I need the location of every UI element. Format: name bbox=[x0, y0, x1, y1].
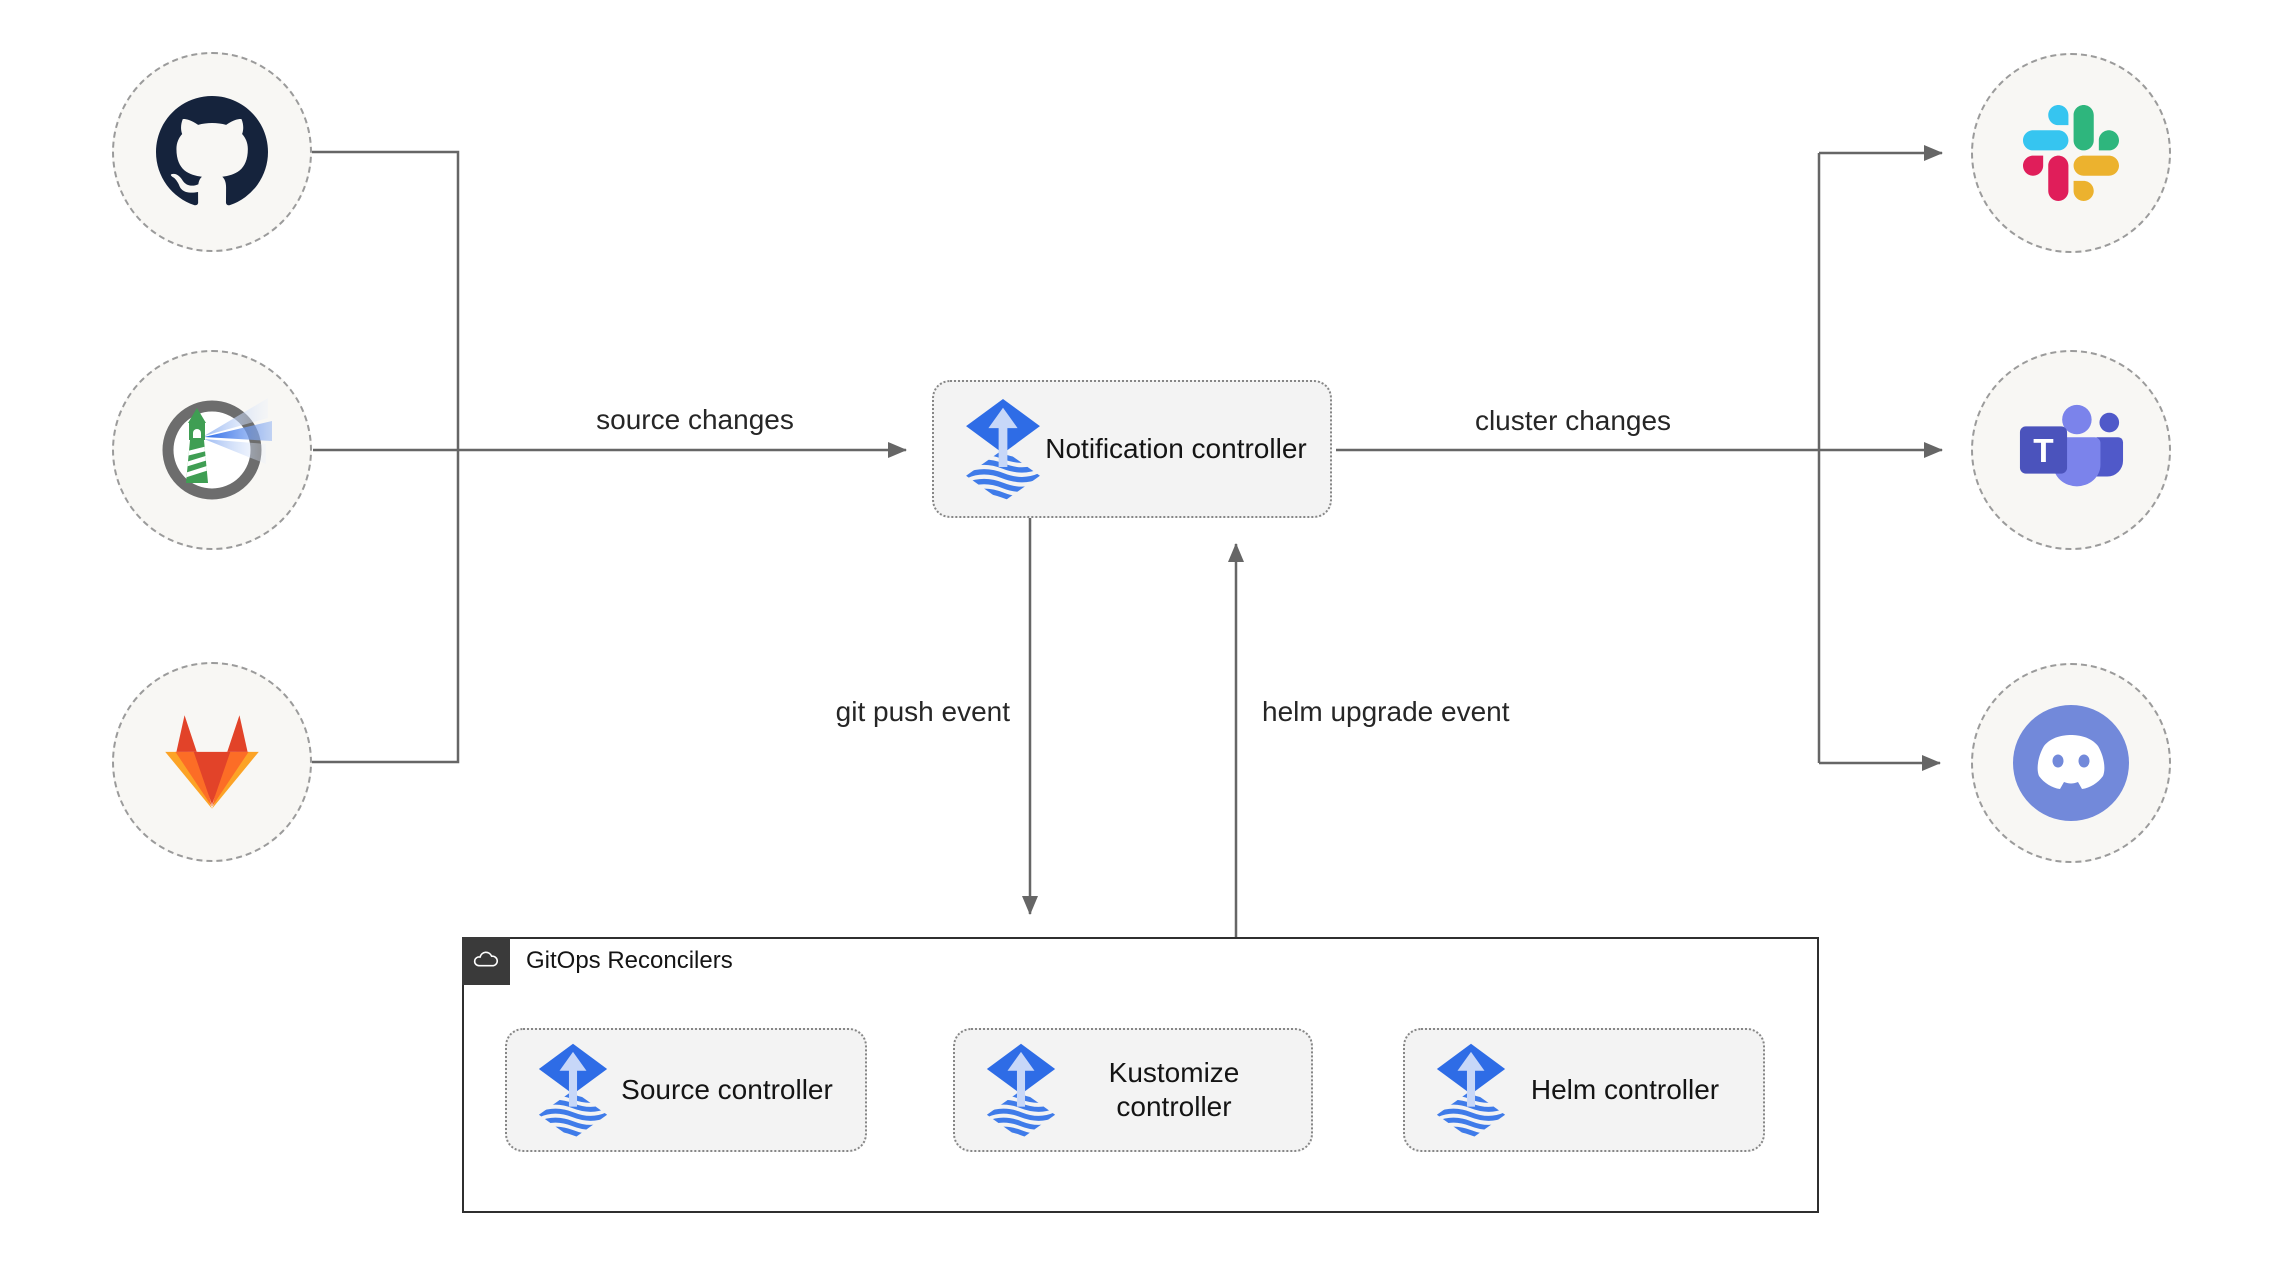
harbor-lighthouse-icon bbox=[162, 398, 272, 500]
microsoft-teams-icon: T bbox=[2019, 404, 2124, 487]
teams-letter: T bbox=[2033, 433, 2054, 470]
flux-icon bbox=[1435, 1042, 1507, 1139]
flux-icon bbox=[964, 397, 1042, 502]
gitlab-icon bbox=[165, 715, 259, 809]
slack-icon bbox=[2023, 105, 2119, 201]
flux-icon bbox=[537, 1042, 609, 1139]
kustomize-controller-label: Kustomize controller bbox=[1108, 1056, 1240, 1122]
flux-icon bbox=[985, 1042, 1057, 1139]
gitops-reconcilers-label: GitOps Reconcilers bbox=[526, 947, 733, 974]
source-changes-label: source changes bbox=[596, 404, 794, 435]
cloud-badge bbox=[462, 937, 510, 985]
gitlab-node bbox=[112, 662, 312, 862]
discord-node bbox=[1971, 663, 2171, 863]
github-node bbox=[112, 52, 312, 252]
kustomize-controller-node: Kustomize controller bbox=[953, 1028, 1313, 1152]
slack-node bbox=[1971, 53, 2171, 253]
git-push-event-label: git push event bbox=[835, 696, 1010, 727]
helm-controller-label: Helm controller bbox=[1530, 1073, 1720, 1105]
notification-controller-label: Notification controller bbox=[1045, 432, 1307, 464]
cluster-changes-label: cluster changes bbox=[1474, 405, 1672, 436]
helm-controller-node: Helm controller bbox=[1403, 1028, 1765, 1152]
github-icon bbox=[156, 96, 268, 206]
source-controller-node: Source controller bbox=[505, 1028, 867, 1152]
edge-sources-trunk bbox=[312, 150, 460, 764]
source-controller-label: Source controller bbox=[621, 1073, 833, 1105]
harbor-node bbox=[112, 350, 312, 550]
microsoft-teams-node: T bbox=[1971, 350, 2171, 550]
notification-controller-node: Notification controller bbox=[932, 380, 1332, 518]
cloud-icon bbox=[473, 951, 499, 967]
discord-icon bbox=[2013, 705, 2129, 821]
helm-upgrade-event-label: helm upgrade event bbox=[1262, 696, 1510, 727]
